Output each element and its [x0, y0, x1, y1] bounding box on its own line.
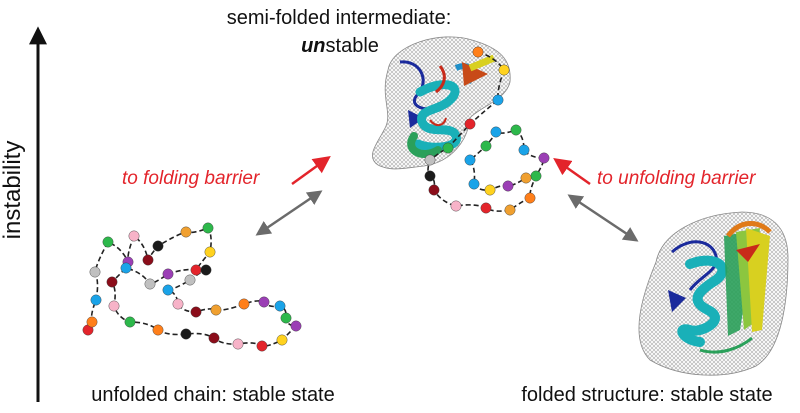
residue-bead — [464, 154, 476, 166]
residue-bead — [524, 192, 536, 204]
residue-bead — [172, 298, 184, 310]
residue-bead — [102, 236, 114, 248]
residue-bead — [428, 184, 440, 196]
residue-bead — [480, 202, 492, 214]
unfolded-state-label: unfolded chain: stable state — [91, 384, 335, 406]
residue-bead — [89, 266, 101, 278]
residue-bead — [280, 312, 292, 324]
residue-bead — [142, 254, 154, 266]
residue-bead — [184, 274, 196, 286]
residue-bead — [86, 316, 98, 328]
residue-bead — [106, 276, 118, 288]
residue-bead — [162, 268, 174, 280]
folded-state-label: folded structure: stable state — [521, 384, 772, 406]
intermediate-ribbon — [399, 54, 496, 158]
residue-bead — [238, 298, 250, 310]
folded-structure — [638, 211, 789, 376]
folded-ribbon — [668, 221, 772, 354]
residue-bead — [204, 246, 216, 258]
residue-bead — [530, 170, 542, 182]
residue-bead — [190, 306, 202, 318]
residue-bead — [442, 142, 454, 154]
residue-bead — [162, 284, 174, 296]
residue-bead — [190, 264, 202, 276]
residue-bead — [200, 264, 212, 276]
to-unfolding-barrier-arrow — [553, 157, 591, 186]
residue-bead — [180, 328, 192, 340]
residue-bead — [128, 230, 140, 242]
residue-bead — [464, 118, 476, 130]
residue-bead — [424, 170, 436, 182]
residue-bead — [480, 140, 492, 152]
residue-bead — [274, 300, 286, 312]
intermediate-label-line1: semi-folded intermediate: — [227, 7, 452, 29]
residue-bead — [468, 178, 480, 190]
residue-bead — [120, 262, 132, 274]
residue-bead — [502, 180, 514, 192]
residue-bead — [256, 340, 268, 352]
residue-bead — [490, 126, 502, 138]
semi-folded-intermediate — [372, 36, 511, 170]
residue-bead — [484, 184, 496, 196]
residue-bead — [232, 338, 244, 350]
residue-bead — [202, 222, 214, 234]
residue-bead — [518, 144, 530, 156]
residue-bead — [180, 226, 192, 238]
residue-bead — [290, 320, 302, 332]
residue-bead — [90, 294, 102, 306]
residue-bead — [510, 124, 522, 136]
to-unfolding-barrier-label: to unfolding barrier — [597, 168, 756, 189]
residue-bead — [276, 334, 288, 346]
to-folding-barrier-label: to folding barrier — [122, 168, 260, 189]
residue-bead — [258, 296, 270, 308]
residue-bead — [144, 278, 156, 290]
intermediate-label-line2: unstable — [301, 35, 379, 57]
intermediate-label-rest: stable — [326, 35, 379, 57]
residue-bead — [504, 204, 516, 216]
residue-bead — [450, 200, 462, 212]
residue-bead — [124, 316, 136, 328]
axis-label: instability — [0, 141, 26, 240]
residue-bead — [538, 152, 550, 164]
residue-bead — [208, 332, 220, 344]
residue-bead — [152, 240, 164, 252]
residue-bead — [498, 64, 510, 76]
residue-bead — [210, 304, 222, 316]
intermediate-to-folded-arrow — [567, 194, 639, 242]
to-folding-barrier-arrow — [291, 155, 331, 186]
unfolded-to-intermediate-arrow — [255, 190, 323, 236]
unfolded-chain — [82, 222, 302, 352]
residue-bead — [152, 324, 164, 336]
residue-bead — [472, 46, 484, 58]
residue-bead — [424, 154, 436, 166]
residue-bead — [492, 94, 504, 106]
chain-backbone — [87, 227, 298, 347]
intermediate-chain — [424, 46, 550, 216]
residue-bead — [108, 300, 120, 312]
intermediate-label-emphasis: un — [301, 35, 325, 57]
residue-bead — [520, 172, 532, 184]
instability-axis: instability — [0, 26, 47, 402]
